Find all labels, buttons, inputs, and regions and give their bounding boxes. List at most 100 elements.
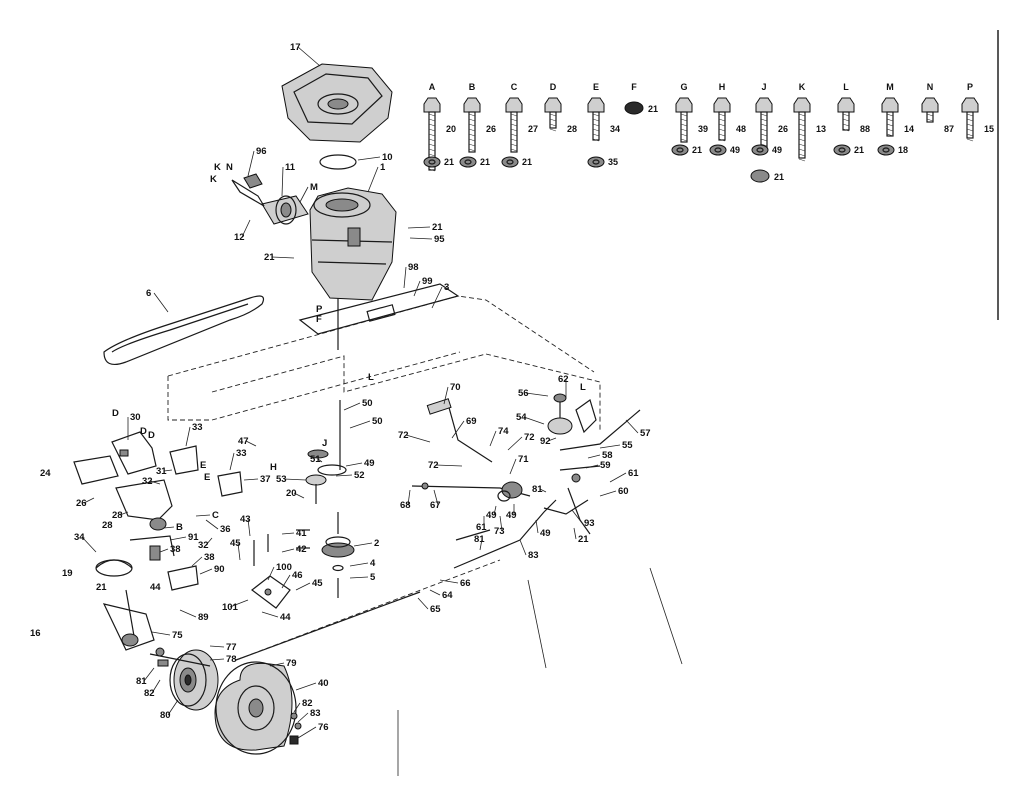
callout-70: 70 xyxy=(443,382,461,405)
callout-44: 44 xyxy=(261,611,291,623)
leader-line xyxy=(599,490,617,497)
callout-98: 98 xyxy=(403,262,419,289)
leader-line xyxy=(349,576,369,579)
callout-label: 64 xyxy=(442,590,453,601)
callout-28b: 28 xyxy=(102,520,113,531)
callout-label: 83 xyxy=(528,550,539,561)
callout-79: 79 xyxy=(269,658,297,669)
hardware-ref: 88 xyxy=(860,124,870,134)
callout-label: D xyxy=(140,426,147,437)
thread-mark xyxy=(760,138,768,142)
axle-fasteners-part xyxy=(155,647,302,745)
callout-label: 32 xyxy=(198,540,209,551)
callout-30: 30 xyxy=(127,412,141,440)
thread-mark xyxy=(592,128,600,132)
nut-bore-icon xyxy=(428,159,436,165)
callout-label: P xyxy=(316,304,323,315)
callout-label: 76 xyxy=(318,722,329,733)
callout-82b: 82 xyxy=(293,698,313,713)
bolt-head-icon xyxy=(961,97,979,113)
callout-64: 64 xyxy=(429,589,453,601)
callout-37: 37 xyxy=(243,474,271,485)
hardware-ref: 15 xyxy=(984,124,994,134)
callout-label: 36 xyxy=(220,524,231,535)
leader-line xyxy=(281,532,295,535)
callout-label: J xyxy=(322,438,327,449)
leader-line xyxy=(83,497,95,504)
nut-bore-icon xyxy=(756,147,764,153)
bolt-shank-icon xyxy=(468,111,476,153)
hardware-letter: A xyxy=(429,82,436,92)
thread-mark xyxy=(468,123,476,127)
hardware-ref: 87 xyxy=(944,124,954,134)
callout-label: E xyxy=(204,472,210,483)
leader-line xyxy=(205,519,219,530)
hardware-letter: H xyxy=(719,82,726,92)
callout-2: 2 xyxy=(353,538,379,549)
callout-label: D xyxy=(148,430,155,441)
callout-90: 90 xyxy=(199,564,225,575)
callout-label: 24 xyxy=(40,468,51,479)
callout-label: 50 xyxy=(362,398,373,409)
callout-55: 55 xyxy=(599,440,633,451)
thread-mark xyxy=(468,133,476,137)
hardware-letter: K xyxy=(799,82,806,92)
callout-label: 37 xyxy=(260,474,271,485)
callout-label: 65 xyxy=(430,604,441,615)
callout-label: 49 xyxy=(506,510,517,521)
callout-53: 53 xyxy=(276,474,307,485)
nut-icon xyxy=(833,144,851,156)
callout-50a: 50 xyxy=(343,398,373,411)
thread-mark xyxy=(680,118,688,122)
callout-label: 75 xyxy=(172,630,183,641)
callout-38b: 38 xyxy=(191,552,215,567)
callout-62: 62 xyxy=(558,374,569,398)
leader-line xyxy=(153,292,169,313)
callout-label: 34 xyxy=(74,532,85,543)
thread-mark xyxy=(798,133,806,137)
thread-mark xyxy=(428,118,436,122)
callout-label: 81 xyxy=(474,534,485,545)
callout-label: 21 xyxy=(264,252,275,263)
thread-mark xyxy=(966,138,974,142)
bolt-shank-icon xyxy=(926,111,934,123)
callout-label: 1 xyxy=(380,162,386,173)
leader-line xyxy=(283,478,307,481)
nut-icon xyxy=(501,156,519,168)
thread-mark xyxy=(966,113,974,117)
callout-label: 47 xyxy=(238,436,249,447)
nut-icon xyxy=(423,156,441,168)
leader-line xyxy=(587,454,601,459)
callout-K1: K xyxy=(214,162,221,173)
callout-57: 57 xyxy=(625,419,651,439)
leader-line xyxy=(599,444,621,449)
callout-label: 11 xyxy=(285,162,296,173)
leader-line xyxy=(299,186,309,203)
bolt-shank-icon xyxy=(966,111,974,139)
hardware-letter: D xyxy=(550,82,557,92)
callout-49a: 49 xyxy=(345,458,375,469)
callout-label: 44 xyxy=(150,582,161,593)
leader-line xyxy=(269,662,285,667)
callout-label: 92 xyxy=(540,436,551,447)
thread-mark xyxy=(510,128,518,132)
callout-label: H xyxy=(270,462,277,473)
nut-ref: 21 xyxy=(444,157,454,167)
nut-bore-icon xyxy=(838,147,846,153)
callout-72a: 72 xyxy=(398,430,431,443)
callout-label: 32 xyxy=(142,476,153,487)
nut-ref: 35 xyxy=(608,157,618,167)
callout-label: 21 xyxy=(432,222,443,233)
callout-82a: 82 xyxy=(144,679,161,699)
callout-40: 40 xyxy=(295,678,329,691)
hardware-ref: 39 xyxy=(698,124,708,134)
thread-mark xyxy=(966,118,974,122)
callout-101: 101 xyxy=(222,599,249,613)
bolt-shank-icon xyxy=(549,111,557,129)
leader-line xyxy=(297,712,309,723)
thread-mark xyxy=(680,133,688,137)
leader-line xyxy=(585,464,599,469)
thread-mark xyxy=(549,118,557,122)
